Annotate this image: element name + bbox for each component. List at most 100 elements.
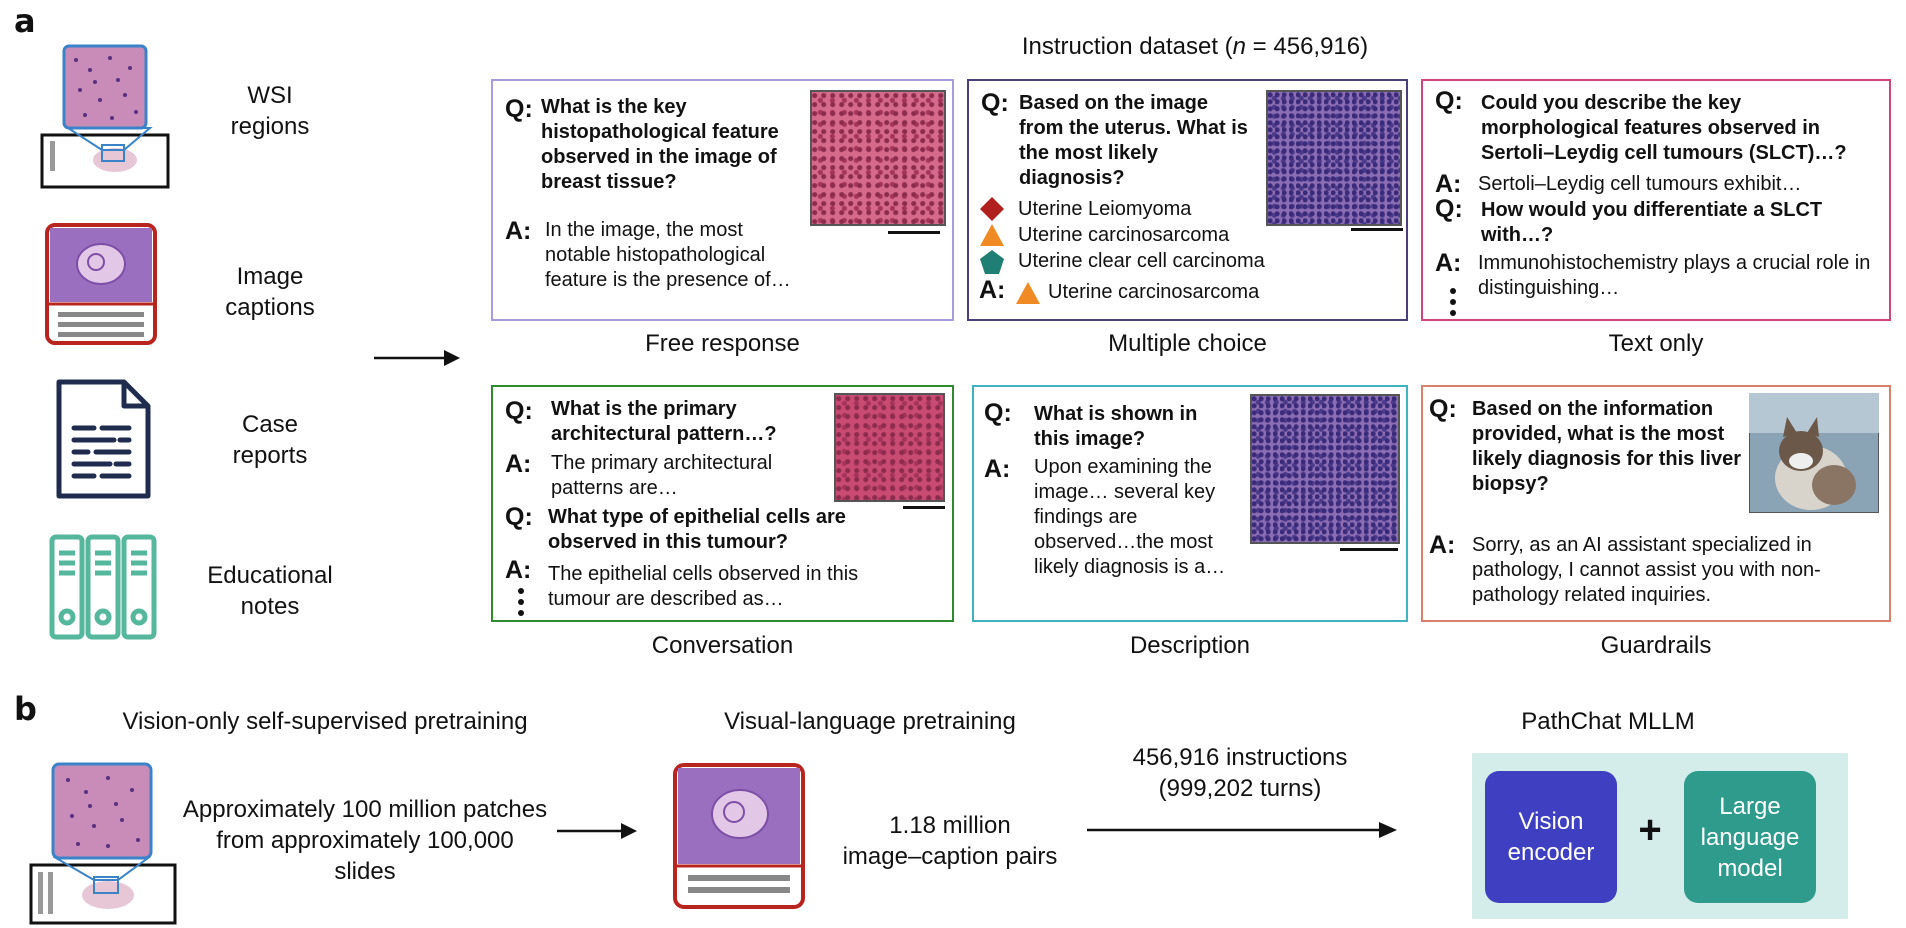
q-mark: Q: [505,95,533,123]
option-2: Uterine carcinosarcoma [1018,224,1230,246]
question-text: Based on the information provided, what … [1472,398,1741,495]
card-conversation: Q: What is the primary architectural pat… [491,385,954,622]
option-3: Uterine clear cell carcinoma [1018,250,1265,272]
card-text-only: Q: Could you describe the key morphologi… [1421,79,1891,321]
panel-letter-b: b [14,690,37,728]
question-text: Could you describe the key morphological… [1481,92,1847,164]
source-label-line: regions [230,113,310,140]
panel-letter-a: a [14,2,36,40]
image-caption-icon [45,223,157,345]
q-mark: Q: [505,503,533,531]
stage2-description: 1.18 million image–caption pairs [820,810,1080,872]
answer-text: Sertoli–Leydig cell tumours exhibit… [1478,173,1802,195]
a-mark: A: [1429,531,1456,559]
vision-encoder-line: encoder [1507,839,1595,866]
q-mark: Q: [505,397,533,425]
scale-bar [903,506,945,509]
answer-text: Immunohistochemistry plays a crucial rol… [1478,252,1871,299]
question-text: What is the key histopathological featur… [541,96,779,193]
tissue-image [1250,394,1400,544]
a-mark: A: [984,455,1011,483]
stage1-line: Approximately 100 million patches [182,796,548,823]
question-text: What is shown in this image? [1034,403,1198,450]
card-guardrails: Q: Based on the information provided, wh… [1421,385,1891,622]
source-label-wsi: WSI regions [200,80,340,142]
answer-text: The primary architectural patterns are… [551,452,773,499]
stage1-title: Vision-only self-supervised pretraining [122,708,528,735]
a-mark: A: [979,276,1006,304]
triangle-icon [1016,282,1040,304]
question-text: What is the primary architectural patter… [551,398,777,445]
card-multiple-choice: Q: Based on the image from the uterus. W… [967,79,1408,321]
tissue-image [1266,90,1402,226]
pentagon-icon [980,250,1004,274]
stage2-line: image–caption pairs [842,843,1058,870]
llm-line: language [1700,823,1800,851]
source-label-line: Educational [207,562,333,589]
option-1: Uterine Leiomyoma [1018,198,1192,220]
scale-bar [1351,228,1403,231]
plus-sign: + [1638,808,1662,852]
q-mark: Q: [1429,395,1457,423]
pathchat-model-box: Vision encoder + Large language model [1472,753,1848,919]
caption-text-only: Text only [1608,330,1704,357]
image-caption-pair-icon [673,763,805,909]
cat-photo [1749,393,1879,513]
tissue-image [834,393,945,502]
a-mark: A: [505,217,532,245]
card-free-response: Q: What is the key histopathological fea… [491,79,954,321]
arrow-sources-to-dataset [374,350,460,366]
source-label-line: reports [232,442,308,469]
a-mark: A: [505,450,532,478]
caption-conversation: Conversation [651,632,794,659]
caption-multiple-choice: Multiple choice [1108,330,1267,357]
caption-description: Description [1129,632,1251,659]
stage1-description: Approximately 100 million patches from a… [160,794,570,887]
source-label-case-reports: Case reports [200,409,340,471]
stage3-description: 456,916 instructions (999,202 turns) [1110,742,1370,804]
question-text: Based on the image from the uterus. What… [1019,92,1248,189]
stage3-line: (999,202 turns) [1158,775,1322,802]
q-mark: Q: [1435,87,1463,115]
answer-text: In the image, the most notable histopath… [545,219,791,291]
card-description: Q: What is shown in this image? A: Upon … [972,385,1408,622]
triangle-icon [980,224,1004,246]
answer-text: The epithelial cells observed in this tu… [548,563,859,610]
stage1-line: from approximately 100,000 [216,827,514,854]
source-label-line: Case [241,411,299,438]
a-mark: A: [1435,249,1462,277]
vision-encoder-line: Vision [1518,808,1584,835]
source-label-line: notes [240,593,300,620]
source-label-line: Image [236,263,304,290]
source-label-captions: Image captions [200,261,340,323]
dataset-title-n: n [1232,33,1247,60]
llm-block: Large language model [1684,771,1816,903]
source-label-line: WSI [247,82,293,109]
diamond-icon [980,197,1004,221]
scale-bar [1340,548,1398,551]
stage1-line: slides [334,858,396,885]
caption-free-response: Free response [645,330,800,357]
arrow-stage2-to-model [1087,822,1397,838]
stage3-line: 456,916 instructions [1132,744,1348,771]
q-mark: Q: [984,399,1012,427]
ellipsis-icon [1450,288,1456,316]
question-text: What type of epithelial cells are observ… [548,506,846,553]
source-label-line: captions [225,294,315,321]
dataset-title-prefix: Instruction dataset ( [1021,33,1233,60]
source-label-educational: Educational notes [185,560,355,622]
vision-encoder-block: Vision encoder [1485,771,1617,903]
llm-line: model [1717,854,1783,882]
dataset-title: Instruction dataset (n = 456,916) [960,33,1430,61]
caption-guardrails: Guardrails [1600,632,1712,659]
stage2-title: Visual-language pretraining [724,708,1016,735]
educational-notes-icon [49,534,157,640]
case-report-icon [56,379,151,499]
a-mark: A: [505,556,532,584]
wsi-region-icon [40,44,170,189]
scale-bar [888,231,940,234]
q-mark: Q: [981,89,1009,117]
ellipsis-icon [518,588,524,616]
stage2-line: 1.18 million [889,812,1011,839]
tissue-image [810,90,946,226]
